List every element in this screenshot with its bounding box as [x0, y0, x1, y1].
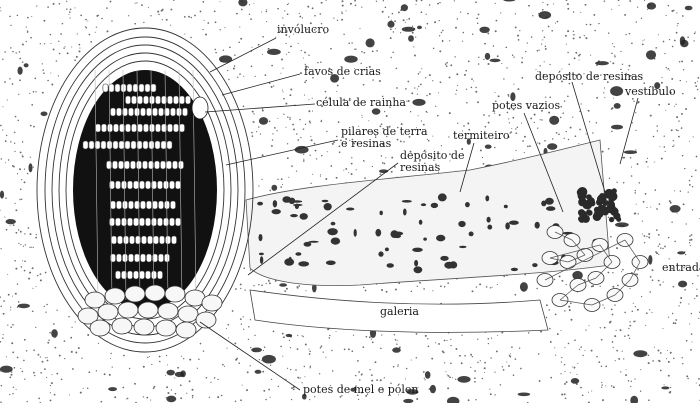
label-deposito-left-line1: depósito de — [400, 149, 465, 162]
label-deposito-left-line2: resinas — [400, 161, 441, 174]
resin-deposit — [576, 187, 622, 223]
label-pilares-line2: e resinas — [341, 137, 392, 150]
label-entrada: entrada — [662, 261, 700, 274]
label-potes-vazios: potes vazios — [492, 99, 561, 112]
label-potes-mel-polen: potes de mel e pólen — [303, 383, 419, 396]
label-deposito-right: depósito de resinas — [535, 70, 644, 83]
label-celula-de-rainha: célula de rainha — [316, 96, 406, 109]
empty-pots — [536, 225, 649, 312]
label-vestibulo: vestíbulo — [625, 85, 676, 98]
honey-pollen-pots — [77, 284, 223, 339]
queen-cell — [191, 96, 209, 120]
brood-combs — [82, 69, 197, 301]
label-favos-de-crias: favos de crias — [304, 65, 381, 78]
leader-lines — [199, 37, 639, 391]
label-pilares-line1: pilares de terra — [341, 125, 428, 138]
label-involucro: invólucro — [277, 23, 330, 36]
label-galeria: galeria — [380, 305, 419, 318]
gallery-tunnel — [249, 289, 549, 333]
termite-mound-holes — [257, 193, 601, 274]
label-termiteiro: termiteiro — [453, 129, 510, 142]
